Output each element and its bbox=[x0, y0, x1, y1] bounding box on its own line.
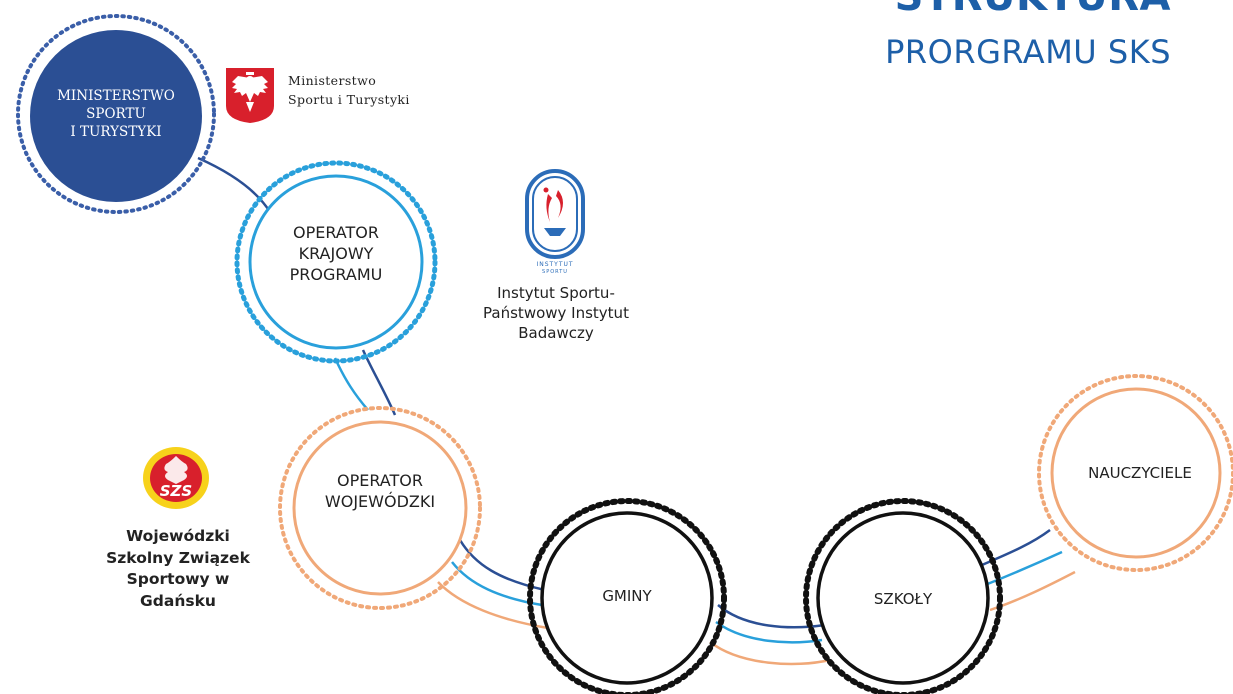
szs-caption: Wojewódzki Szkolny Związek Sportowy w Gd… bbox=[106, 527, 250, 611]
svg-text:SZS: SZS bbox=[160, 482, 192, 500]
teachers-circle bbox=[1050, 387, 1222, 559]
schools-dotted-ring bbox=[803, 498, 1003, 694]
institute-logo-mark-text-2: SPORTU bbox=[542, 269, 568, 274]
connector-ministry-to-national bbox=[197, 156, 272, 213]
ministry-node-circle bbox=[30, 30, 202, 202]
national-operator-dotted-ring bbox=[234, 160, 438, 364]
ministry-label: MINISTERSTWO SPORTU I TURYSTYKI bbox=[57, 88, 175, 140]
ministry-node-dotted-ring bbox=[16, 14, 216, 214]
municipalities-dotted-ring bbox=[527, 498, 727, 694]
regional-operator-circle bbox=[292, 420, 468, 596]
institute-logo-mark-text: INSTYTUT bbox=[536, 261, 573, 268]
polish-eagle-emblem-icon bbox=[224, 66, 276, 128]
schools-label: SZKOŁY bbox=[873, 590, 933, 608]
national-operator-circle bbox=[248, 174, 424, 350]
page-subtitle: PRORGRAMU SKS bbox=[885, 33, 1171, 71]
teachers-label: NAUCZYCIELE bbox=[1088, 464, 1192, 482]
szs-logo-icon: SZS bbox=[140, 444, 212, 516]
ministry-logo-text: Ministerstwo Sportu i Turystyki bbox=[288, 73, 410, 107]
national-operator-label: OPERATOR KRAJOWY PROGRAMU bbox=[289, 223, 383, 285]
institute-caption: Instytut Sportu- Państwowy Instytut Bada… bbox=[483, 284, 629, 342]
connector-municipalities-to-schools bbox=[709, 604, 831, 666]
regional-operator-label: OPERATOR WOJEWÓDZKI bbox=[324, 471, 436, 512]
municipalities-label: GMINY bbox=[602, 587, 652, 605]
municipalities-circle bbox=[540, 511, 714, 685]
institute-sport-logo-icon: INSTYTUT SPORTU bbox=[524, 168, 586, 278]
regional-operator-dotted-ring bbox=[278, 406, 482, 610]
teachers-dotted-ring bbox=[1037, 374, 1233, 572]
schools-circle bbox=[816, 511, 990, 685]
page-title: STRUKTURA bbox=[895, 0, 1171, 20]
